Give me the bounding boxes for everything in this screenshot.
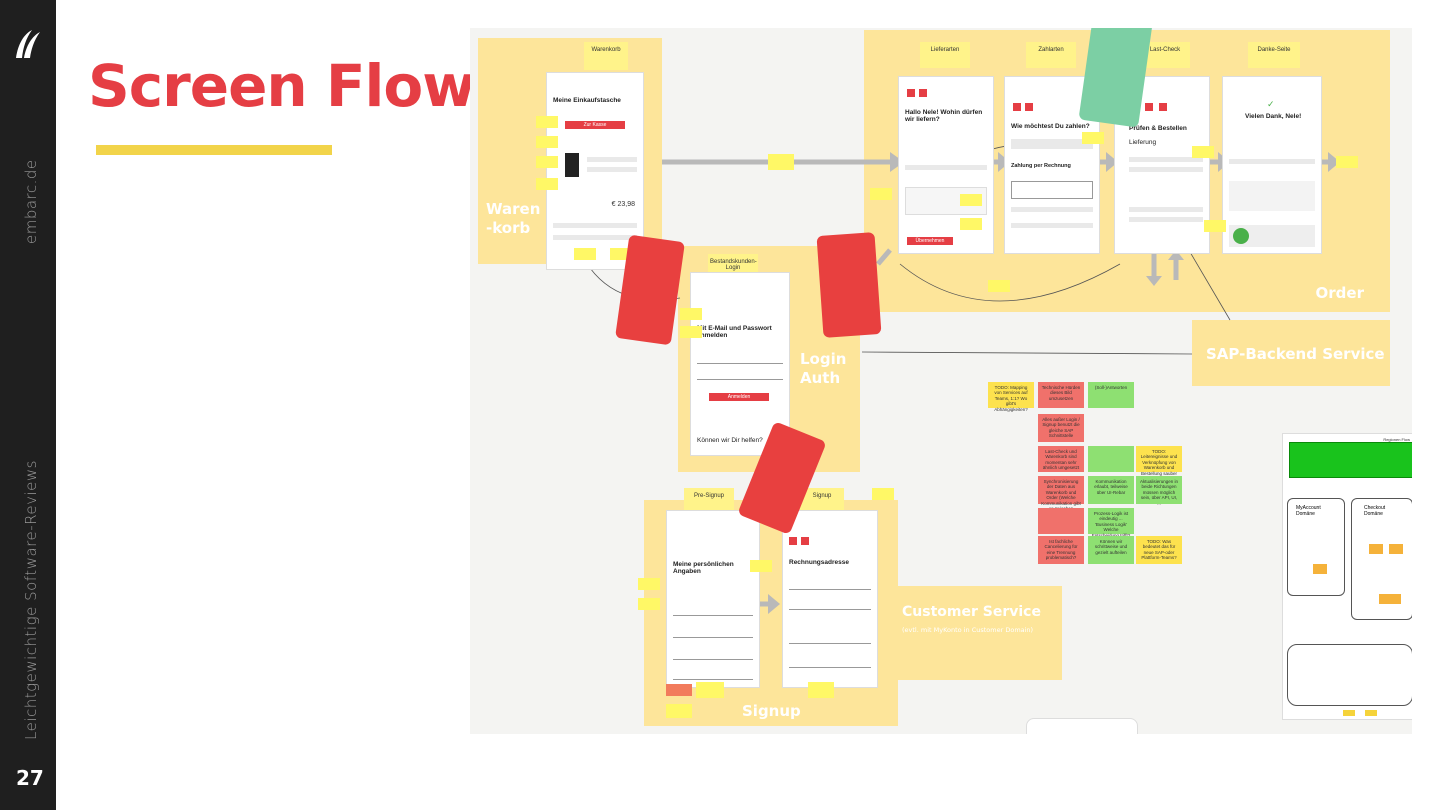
sticky-note xyxy=(1336,156,1358,168)
sticky-note xyxy=(574,248,596,260)
login-help: Können wir Dir helfen? xyxy=(697,437,763,444)
sticky-note xyxy=(960,218,982,230)
note-todo-mapping: TODO: Mapping von Services auf Teams, 1:… xyxy=(988,382,1034,412)
note-green-empty xyxy=(1088,446,1134,472)
note-split: Ist fachliche Cancelierung für eine Tren… xyxy=(1038,536,1084,564)
note-comm: Kommunikation erlaubt, teilweise über UI… xyxy=(1088,476,1134,504)
red-overlay-card-2 xyxy=(816,232,882,338)
tagline: Leichtgewichtige Software-Reviews xyxy=(22,460,40,740)
product-thumbnail xyxy=(565,153,579,177)
zahlarten-heading: Wie möchtest Du zahlen? xyxy=(1011,123,1090,130)
screen-danke: ✓ Vielen Dank, Nele! xyxy=(1222,76,1322,254)
uebernehmen-button[interactable]: Übernehmen xyxy=(907,237,953,245)
zone-order-label: Order xyxy=(1315,284,1364,302)
zone-login-label: Login Auth xyxy=(800,350,847,387)
mini-architecture-diagram: Regionen Flow MyAccount Domäne Checkout … xyxy=(1282,433,1412,720)
sticky-note xyxy=(638,578,660,590)
stage-zahlarten: Zahlarten xyxy=(1026,42,1076,68)
email-field[interactable] xyxy=(697,353,783,364)
sticky-note xyxy=(1204,220,1226,232)
zone-signup-label: Signup xyxy=(742,702,801,720)
sticky-note xyxy=(870,188,892,200)
sticky-note xyxy=(750,560,772,572)
sticky-note xyxy=(1082,132,1104,144)
sticky-note xyxy=(536,156,558,168)
sidebar: embarc.de Leichtgewichtige Software-Revi… xyxy=(0,0,56,810)
lastcheck-heading: Prüfen & Bestellen xyxy=(1129,125,1187,132)
sticky-note xyxy=(680,308,702,320)
screen-warenkorb: Meine Einkaufstasche Zur Kasse € 23,98 xyxy=(546,72,644,270)
page-number: 27 xyxy=(16,766,44,790)
note-tech-hurdles: Technische Hürden dieses Bild umzusetzen xyxy=(1038,382,1084,408)
sticky-note xyxy=(768,154,794,170)
note-trennung: Können wir schrittweise und gezielt auft… xyxy=(1088,536,1134,564)
note-red-mid xyxy=(1038,508,1084,534)
sticky-note xyxy=(666,704,692,718)
password-field[interactable] xyxy=(697,369,783,380)
embarc-logo-icon xyxy=(16,30,40,58)
note-process: Prozess-Logik ist eindeutig ... 'Busines… xyxy=(1088,508,1134,538)
zone-customer-service-label: Customer Service xyxy=(902,604,1041,620)
note-sync: Synchronisierung der Daten aus Warenkorb… xyxy=(1038,476,1084,516)
screen-login: Mit E-Mail und Passwort anmelden Anmelde… xyxy=(690,272,790,456)
check-icon: ✓ xyxy=(1267,99,1275,109)
note-todo-sap: TODO: Was bedeutet das für neue SAP-oder… xyxy=(1136,536,1182,564)
brand-url: embarc.de xyxy=(22,159,40,244)
sticky-note xyxy=(872,488,894,500)
presignup-heading: Meine persönlichen Angaben xyxy=(673,561,734,575)
warenkorb-total: € 23,98 xyxy=(611,201,635,208)
sticky-note xyxy=(536,136,558,148)
zone-warenkorb-label: Waren -korb xyxy=(486,200,541,237)
lastcheck-section: Lieferung xyxy=(1129,139,1157,146)
note-update: Aktualisierungen in beide Richtungen müs… xyxy=(1136,476,1182,506)
stage-signup: Signup xyxy=(800,488,844,512)
title-underline xyxy=(96,145,332,155)
mini-green-band: Regionen Flow xyxy=(1289,437,1412,478)
warenkorb-heading: Meine Einkaufstasche xyxy=(553,97,621,104)
sticky-note xyxy=(536,116,558,128)
zone-sap-label: SAP-Backend Service xyxy=(1206,345,1385,363)
stage-warenkorb: Warenkorb xyxy=(584,42,628,70)
mini-title: Regionen Flow xyxy=(1383,437,1410,442)
note-login: Alles außer Login / Signup benutzt die g… xyxy=(1038,414,1084,442)
mini-checkout-domain: Checkout Domäne xyxy=(1351,498,1412,620)
lieferarten-heading: Hallo Nele! Wohin dürfen wir liefern? xyxy=(905,109,983,123)
zone-customer-service-sub: (evtl. mit MyKonto in Customer Domain) xyxy=(902,626,1034,634)
screen-pre-signup: Meine persönlichen Angaben xyxy=(666,510,760,688)
stage-danke: Danke-Seite xyxy=(1248,42,1300,68)
note-lead: TODO: Leitereignisse und Verknüpfung von… xyxy=(1136,446,1182,481)
anmelden-button[interactable]: Anmelden xyxy=(709,393,769,401)
newsletter-badge xyxy=(1233,228,1249,244)
note-target-picture: (Soll-)Antworten xyxy=(1088,382,1134,408)
screen-signup: Rechnungsadresse xyxy=(782,510,878,688)
screen-flow-board: Waren -korb Login Auth Order SAP-Backend… xyxy=(470,28,1412,734)
sticky-note xyxy=(696,682,724,698)
zahlarten-option: Zahlung per Rechnung xyxy=(1011,163,1071,169)
signup-heading: Rechnungsadresse xyxy=(789,559,849,566)
zur-kasse-button[interactable]: Zur Kasse xyxy=(565,121,625,129)
sticky-note xyxy=(680,326,702,338)
sticky-note xyxy=(666,684,692,696)
mini-myaccount-domain: MyAccount Domäne xyxy=(1287,498,1345,596)
note-lastcheck: Last-Check und Warenkorb sind momentan s… xyxy=(1038,446,1084,472)
sticky-note xyxy=(960,194,982,206)
sticky-note xyxy=(1192,146,1214,158)
sticky-note xyxy=(638,598,660,610)
slide-title: Screen Flow xyxy=(88,52,476,120)
sticky-note xyxy=(808,682,834,698)
zone-sap: SAP-Backend Service xyxy=(1192,320,1390,386)
zone-customer-service: Customer Service (evtl. mit MyKonto in C… xyxy=(894,586,1062,680)
mini-bottom-domain xyxy=(1287,644,1412,706)
stage-lieferarten: Lieferarten xyxy=(920,42,970,68)
sticky-note xyxy=(988,280,1010,292)
bottom-partial-card xyxy=(1026,718,1138,734)
danke-heading: Vielen Dank, Nele! xyxy=(1245,113,1302,120)
stage-pre-signup: Pre-Signup xyxy=(684,488,734,512)
login-heading: Mit E-Mail und Passwort anmelden xyxy=(697,325,772,339)
sticky-note xyxy=(536,178,558,190)
